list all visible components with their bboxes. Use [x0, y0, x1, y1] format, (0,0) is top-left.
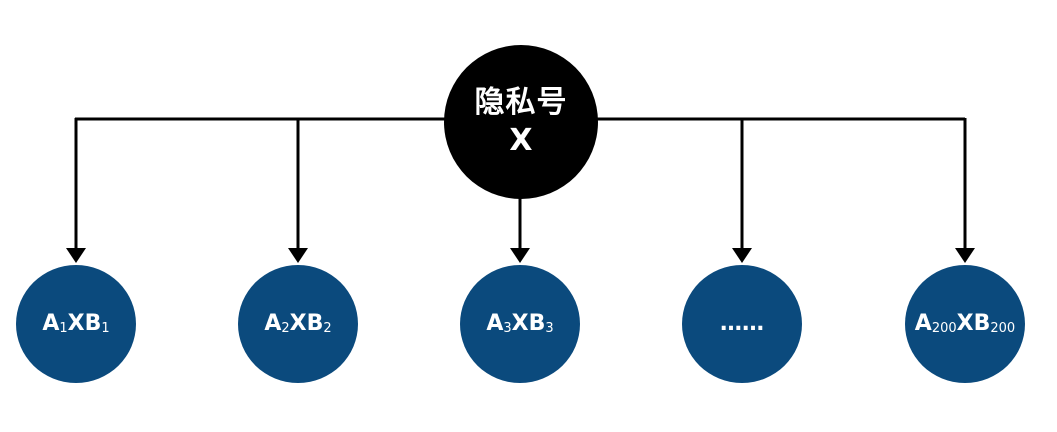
- leaf-node-3: A3XB3: [460, 265, 580, 383]
- leaf-node-2: A2XB2: [238, 265, 358, 383]
- leaf-node-ellipsis: ……: [682, 265, 802, 383]
- leaf-node-200: A200XB200: [905, 265, 1025, 383]
- arrowhead-4: [732, 248, 752, 263]
- leaf-label-3: A3XB3: [486, 311, 554, 336]
- leaf-node-1: A1XB1: [16, 265, 136, 383]
- leaf-label-1: A1XB1: [42, 311, 110, 336]
- arrowhead-5: [955, 248, 975, 263]
- arrowhead-2: [288, 248, 308, 263]
- root-node-variable: X: [509, 123, 533, 158]
- arrowhead-1: [66, 248, 86, 263]
- leaf-label-2: A2XB2: [264, 311, 332, 336]
- root-node-private-number: 隐私号 X: [444, 45, 598, 199]
- root-node-title: 隐私号: [474, 85, 568, 120]
- leaf-label-ellipsis: ……: [720, 311, 764, 336]
- leaf-label-200: A200XB200: [914, 311, 1016, 336]
- arrowhead-3: [510, 248, 530, 263]
